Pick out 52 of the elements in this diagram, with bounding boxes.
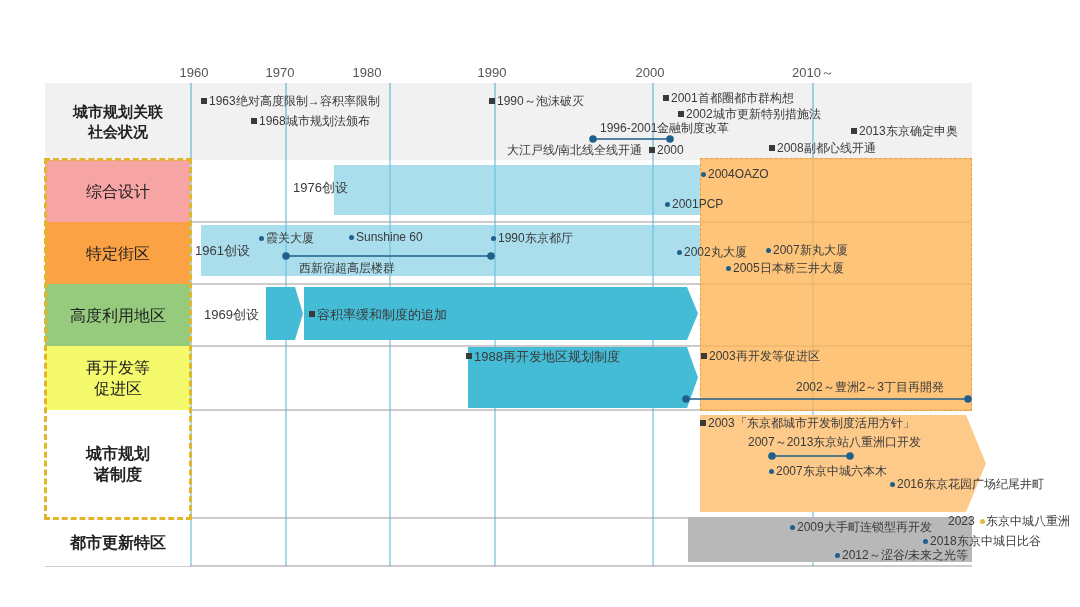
category-header xyxy=(45,410,190,518)
year-label: 2010～ xyxy=(792,64,834,80)
category-label: 都市更新特区 xyxy=(69,532,166,553)
event-label: 2007～2013东京站八重洲口开发 xyxy=(748,435,922,449)
event-label: 2012～涩谷/未来之光等 xyxy=(842,548,969,562)
event-label: 1988再开发地区规划制度 xyxy=(474,348,620,364)
event-label: 2003再开发等促进区 xyxy=(709,349,820,363)
event-label: 2018东京中城日比谷 xyxy=(930,534,1041,548)
event-label: 1990～泡沫破灭 xyxy=(497,94,584,108)
event-label: 2005日本桥三井大厦 xyxy=(733,261,844,275)
event-label: 1963绝对高度限制→容积率限制 xyxy=(209,94,380,108)
event-label: 大江戸线/南北线全线开通 xyxy=(507,143,643,157)
category-header xyxy=(45,346,190,410)
category-label: 特定街区 xyxy=(85,243,150,264)
event-label: 1968城市规划法颁布 xyxy=(259,114,370,128)
event-label: 2009大手町连锁型再开发 xyxy=(797,520,932,534)
category-header xyxy=(45,518,190,566)
event-label: 2008副都心线开通 xyxy=(777,141,876,155)
year-label: 1970 xyxy=(265,64,295,80)
category-label: 城市规划诸制度 xyxy=(84,444,151,485)
event-label: 2013东京确定申奥 xyxy=(859,124,958,138)
category-label: 再开发等促进区 xyxy=(84,358,151,399)
year-label: 1990 xyxy=(477,64,507,80)
event-label: 东京中城八重洲 xyxy=(986,514,1070,528)
event-label: 2000 xyxy=(657,143,684,157)
timeline-band xyxy=(468,347,698,408)
category-label: 综合设计 xyxy=(85,181,150,202)
event-label: 2007东京中城六本木 xyxy=(776,464,887,478)
category-band xyxy=(45,83,972,160)
event-label: Sunshine 60 xyxy=(356,230,423,244)
event-label: 2004OAZO xyxy=(708,167,769,181)
event-label: 2001首都圈都市群构想 xyxy=(671,91,794,105)
event-label: 2002城市更新特别措施法 xyxy=(686,107,821,121)
start-label: 1976创设 xyxy=(293,179,348,195)
category-label: 高度利用地区 xyxy=(69,305,166,326)
event-label: 2002～豊洲2～3丁目再開発 xyxy=(796,380,945,394)
category-label: 城市规划关联社会状况 xyxy=(71,101,164,142)
year-label: 2000 xyxy=(635,64,665,80)
event-label: 2007新丸大厦 xyxy=(773,243,848,257)
year-label: 1980 xyxy=(352,64,382,80)
year-label: 1960 xyxy=(179,64,209,80)
start-label: 1969创设 xyxy=(204,306,259,322)
category-header xyxy=(45,222,190,284)
category-header xyxy=(45,160,190,222)
event-label: 霞关大厦 xyxy=(266,231,314,245)
event-label: 1996-2001金融制度改革 xyxy=(600,121,730,135)
event-label: 西新宿超高层楼群 xyxy=(299,261,395,275)
category-header xyxy=(45,284,190,346)
event-label: 1990东京都厅 xyxy=(498,231,573,245)
event-label: 1961创设 xyxy=(195,242,250,258)
event-label: 容积率缓和制度的追加 xyxy=(317,306,447,322)
event-label: 2003「东京都城市开发制度活用方针」 xyxy=(708,416,915,430)
